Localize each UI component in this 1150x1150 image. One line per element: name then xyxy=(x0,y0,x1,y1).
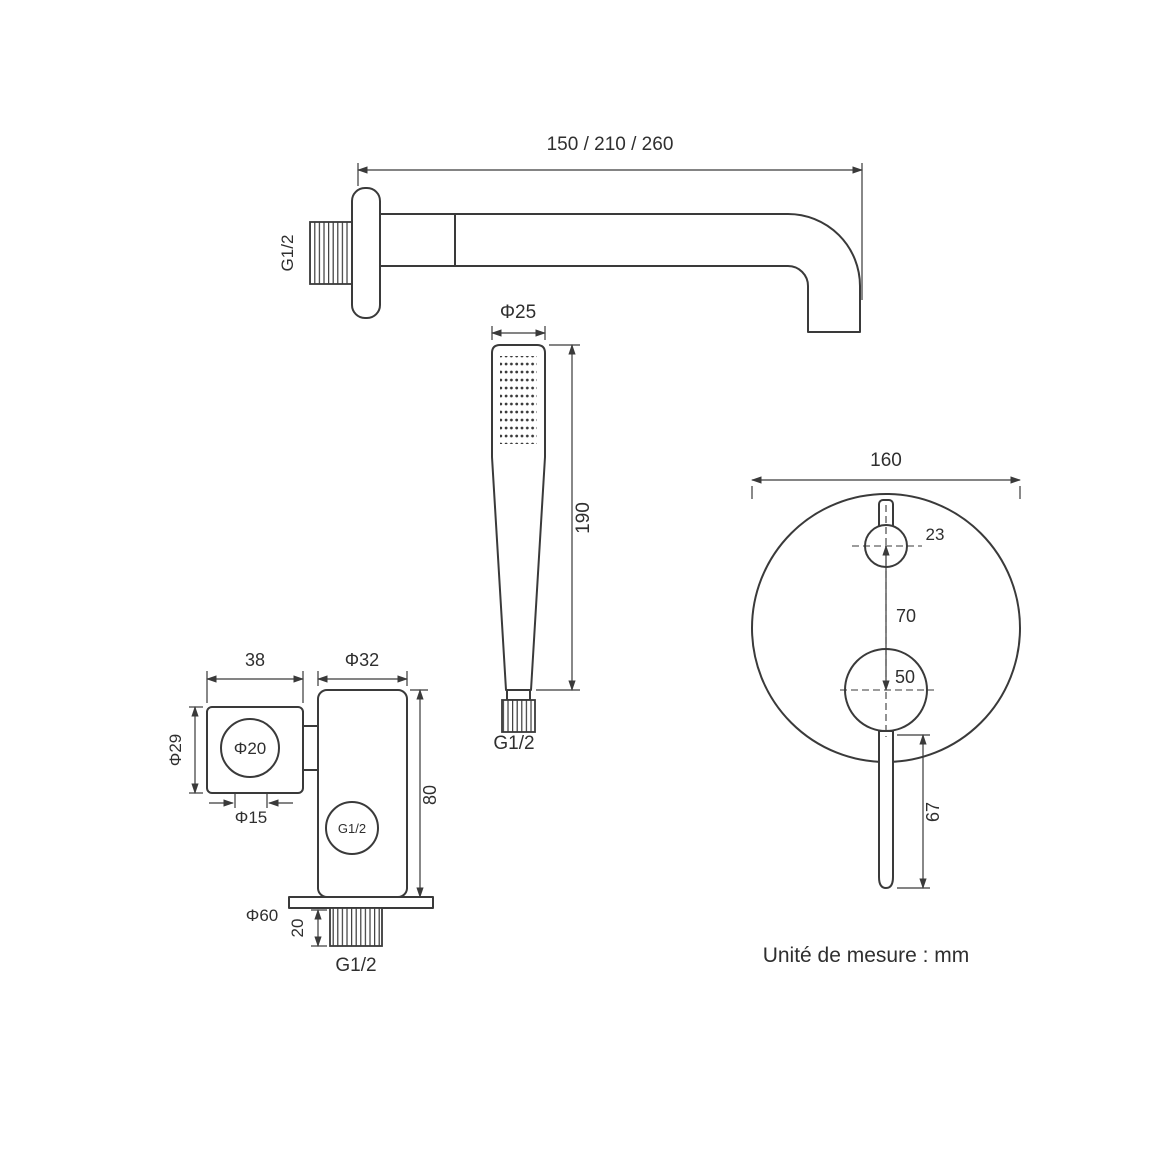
valve-holder-bore xyxy=(220,718,280,778)
handshower-neck xyxy=(506,689,531,701)
mixer-lever-handle xyxy=(878,730,894,889)
mixer-plate-width-label: 160 xyxy=(870,450,902,471)
spout-drawing: 150 / 210 / 260 G1/2 xyxy=(278,134,864,333)
spout-flange xyxy=(351,187,381,319)
valve-flange-label: Φ60 xyxy=(246,906,278,925)
valve-holder-diameter-label: Φ29 xyxy=(166,734,185,766)
valve-flange xyxy=(288,896,434,909)
spout-thread-label: G1/2 xyxy=(278,235,297,272)
spout-tube xyxy=(379,213,861,333)
mixer-handle-length-label: 67 xyxy=(923,802,943,822)
handshower-length-label: 190 xyxy=(573,502,594,534)
spout-length-label: 150 / 210 / 260 xyxy=(547,134,674,155)
handshower-drawing: Φ25 190 G1/2 xyxy=(490,302,594,754)
valve-drawing: 38 Φ32 Φ20 Φ29 Φ15 G1/2 80 xyxy=(166,650,440,976)
mixer-cartridge-label: 50 xyxy=(895,667,915,687)
handshower-thread-label: G1/2 xyxy=(493,733,534,754)
mixer-drawing: 160 23 70 50 67 xyxy=(750,450,1022,890)
valve-thread-nipple xyxy=(329,907,383,947)
valve-thread-label: G1/2 xyxy=(335,955,376,976)
spout-thread-nipple xyxy=(309,221,353,285)
handshower-diameter-label: Φ25 xyxy=(500,302,536,323)
handshower-spray-face xyxy=(500,356,537,444)
valve-holder-width-label: 38 xyxy=(245,650,265,670)
valve-body-height-label: 80 xyxy=(420,785,440,805)
valve-side-port xyxy=(325,801,379,855)
mixer-knob-label: 23 xyxy=(926,525,945,544)
unit-note: Unité de mesure : mm xyxy=(763,944,970,967)
handshower-thread-connector xyxy=(501,699,536,733)
valve-bore-label: Φ20 xyxy=(234,739,266,758)
valve-nipple-length-label: 20 xyxy=(288,919,307,938)
valve-main-body xyxy=(317,689,408,898)
valve-hole-label: Φ15 xyxy=(235,808,267,827)
valve-port-label: G1/2 xyxy=(338,821,366,836)
mixer-spacing-label: 70 xyxy=(896,606,916,626)
valve-body-width-label: Φ32 xyxy=(345,650,379,670)
